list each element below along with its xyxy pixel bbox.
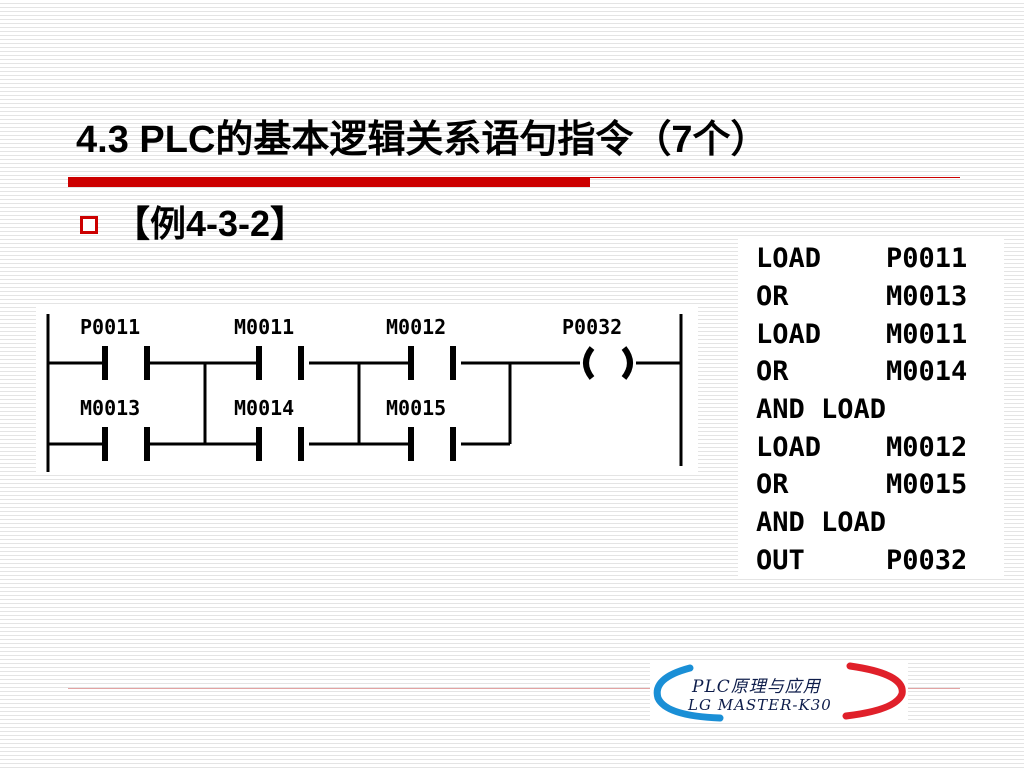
instruction-row: OR M0013 [756,278,967,316]
slide-title: 4.3 PLC的基本逻辑关系语句指令（7个） [76,119,769,161]
instruction-op: OR [756,356,789,388]
instruction-row: LOAD P0011 [756,240,967,278]
logo-line1: PLC原理与应用 [692,677,821,697]
instruction-row: LOAD M0012 [756,428,967,466]
label-row1-1: P0011 [80,315,140,339]
ladder-svg: P0011 M0011 M0012 P0032 M0013 M0014 M001… [46,314,683,472]
instruction-op: LOAD [756,431,822,463]
title-underline [68,177,590,187]
instruction-op: OUT [756,544,805,576]
instruction-arg: M0011 [886,318,968,350]
contact-m0015 [408,427,456,461]
instruction-row: AND LOAD [756,391,967,429]
instruction-op: OR [756,281,789,313]
contact-p0011 [102,346,150,380]
label-row2-2: M0014 [234,396,294,420]
contact-m0014 [256,427,304,461]
ladder-diagram: P0011 M0011 M0012 P0032 M0013 M0014 M001… [36,306,698,474]
instruction-arg: M0013 [886,281,968,313]
bullet-square-icon [80,216,98,234]
title-underline-thin [590,177,960,178]
contact-m0012 [408,346,456,380]
instruction-op: OR [756,469,789,501]
instruction-arg: M0015 [886,469,968,501]
label-row1-3: M0012 [386,315,446,339]
label-row1-2: M0011 [234,315,294,339]
footer-divider [68,688,960,689]
label-row2-3: M0015 [386,396,446,420]
instruction-arg: M0012 [886,431,968,463]
course-logo: PLC原理与应用 LG MASTER-K30 [650,660,908,722]
output-coil-p0032 [583,346,633,380]
instruction-row: LOAD M0011 [756,315,967,353]
logo-swoosh-icon [653,662,906,722]
label-coil: P0032 [562,315,622,339]
instruction-row: OR M0014 [756,353,967,391]
instruction-arg: M0014 [886,356,968,388]
label-row2-1: M0013 [80,396,140,420]
instruction-op: AND LOAD [756,394,887,426]
instruction-row: OUT P0032 [756,542,967,580]
instruction-row: AND LOAD [756,504,967,542]
instruction-op: LOAD [756,243,822,275]
instruction-arg: P0011 [886,243,968,275]
contact-m0013 [102,427,150,461]
instruction-op: LOAD [756,318,822,350]
instruction-arg: P0032 [886,544,968,576]
instruction-row: OR M0015 [756,466,967,504]
example-label: 【例4-3-2】 [114,203,307,244]
logo-line2: LG MASTER-K30 [688,696,832,714]
contact-m0011 [256,346,304,380]
instruction-op: AND LOAD [756,507,887,539]
